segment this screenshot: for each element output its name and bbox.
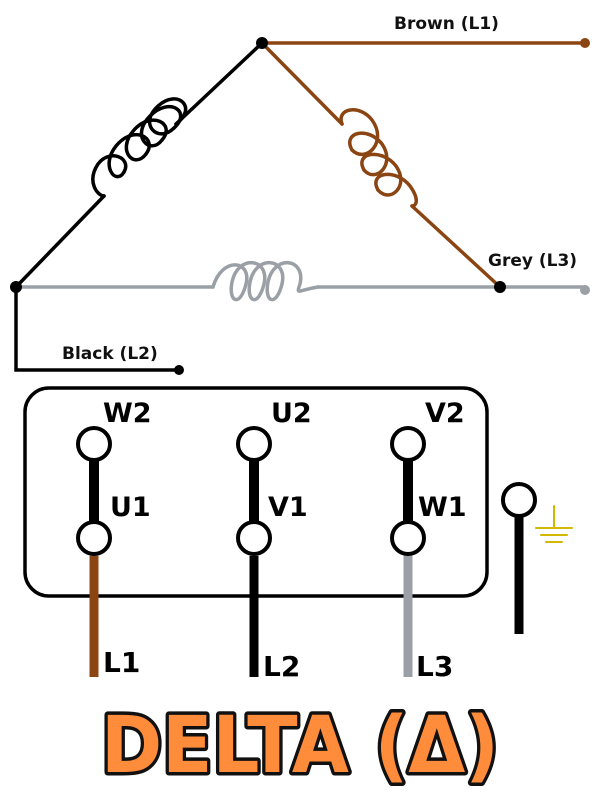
bottom-coil-winding xyxy=(14,261,587,302)
grey-l3-end-dot xyxy=(580,285,590,295)
earth-ground-icon xyxy=(535,505,573,543)
brown-l1-end-dot xyxy=(580,38,590,48)
black-l2-lead xyxy=(14,287,179,372)
brown-wire-label: Brown (L1) xyxy=(394,14,499,34)
left-coil-winding xyxy=(14,41,264,289)
right-junction-dot xyxy=(494,281,506,293)
black-l2-end-dot xyxy=(174,365,184,375)
terminal-u1 xyxy=(76,520,112,556)
top-junction-dot xyxy=(256,37,268,49)
terminal-u2 xyxy=(236,426,272,462)
terminal-label-v1: V1 xyxy=(268,492,308,523)
right-coil-winding xyxy=(260,41,502,289)
line-label-l3: L3 xyxy=(416,650,453,683)
terminal-label-v2: V2 xyxy=(425,398,465,429)
terminal-w2 xyxy=(76,426,112,462)
terminal-label-u2: U2 xyxy=(271,398,312,429)
terminal-v2 xyxy=(390,426,426,462)
grey-wire-label: Grey (L3) xyxy=(488,251,577,271)
terminal-label-w2: W2 xyxy=(103,398,152,429)
black-wire-label: Black (L2) xyxy=(62,344,158,364)
left-junction-dot xyxy=(10,281,22,293)
line-label-l2: L2 xyxy=(263,650,300,683)
terminal-label-u1: U1 xyxy=(110,492,151,523)
terminal-v1 xyxy=(236,520,272,556)
terminal-w1 xyxy=(390,520,426,556)
earth-terminal xyxy=(501,482,537,518)
diagram-title: DELTA (Δ) xyxy=(101,701,499,791)
terminal-label-w1: W1 xyxy=(418,492,467,523)
line-label-l1: L1 xyxy=(103,646,140,679)
